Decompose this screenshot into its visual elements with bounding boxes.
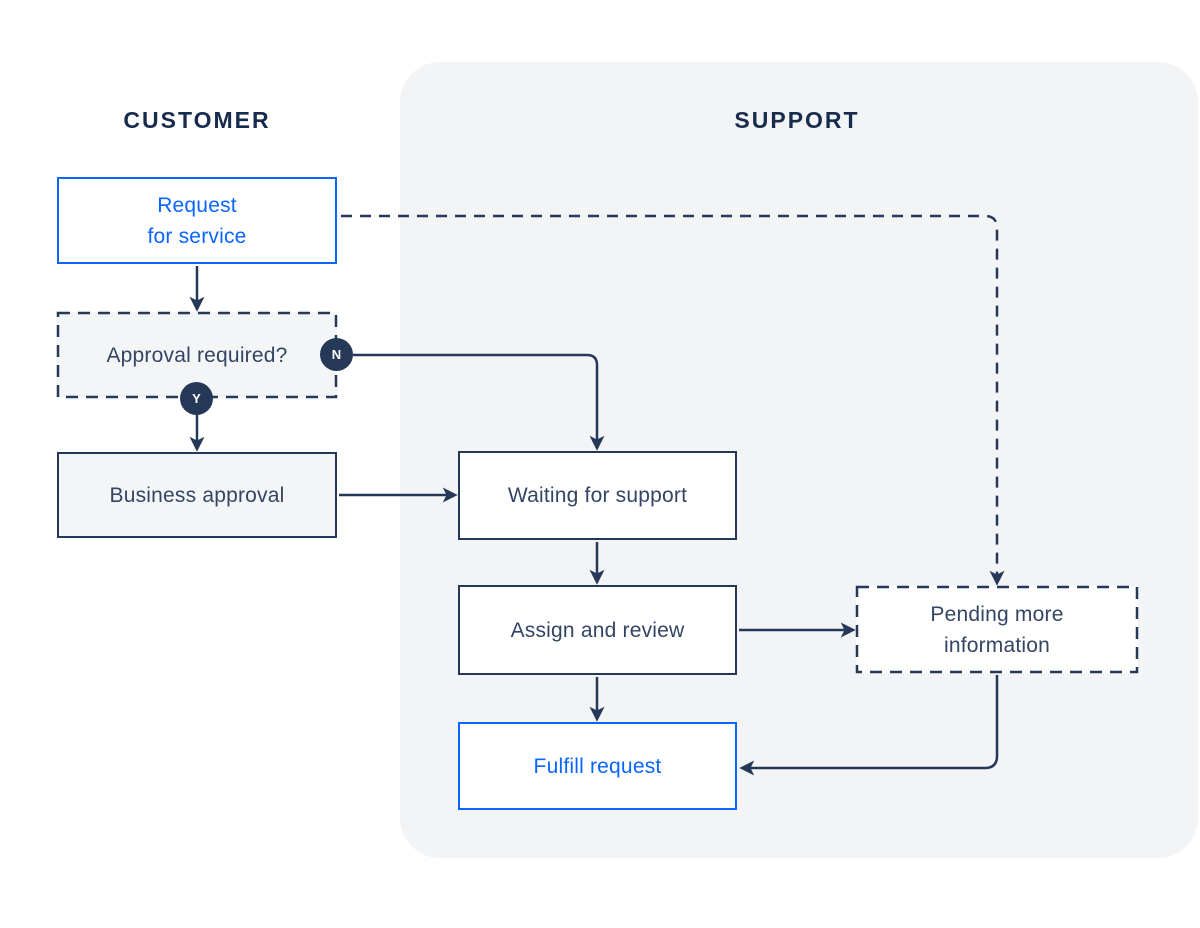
node-business-approval: Business approval <box>57 452 337 538</box>
node-label: Waiting for support <box>507 484 688 507</box>
node-request-for-service: Request for service <box>57 177 337 264</box>
node-label-line: for service <box>147 224 247 248</box>
node-label-line: Pending more <box>930 602 1064 626</box>
decision-badge-no: N <box>320 338 353 371</box>
node-label-line: information <box>943 633 1051 657</box>
node-pending-more-information: Pending more information <box>856 586 1138 673</box>
node-label-line: Request <box>157 193 237 217</box>
node-label: Assign and review <box>510 618 685 642</box>
lane-heading-customer: CUSTOMER <box>123 107 271 133</box>
lane-heading-support: SUPPORT <box>734 107 860 133</box>
node-label: Fulfill request <box>533 754 662 778</box>
node-fulfill-request: Fulfill request <box>458 722 737 810</box>
node-assign-and-review: Assign and review <box>458 585 737 675</box>
node-waiting-for-support: Waiting for support <box>458 451 737 540</box>
node-label: Approval required? <box>106 343 288 367</box>
node-label: Business approval <box>109 483 285 507</box>
decision-badge-yes: Y <box>180 382 213 415</box>
